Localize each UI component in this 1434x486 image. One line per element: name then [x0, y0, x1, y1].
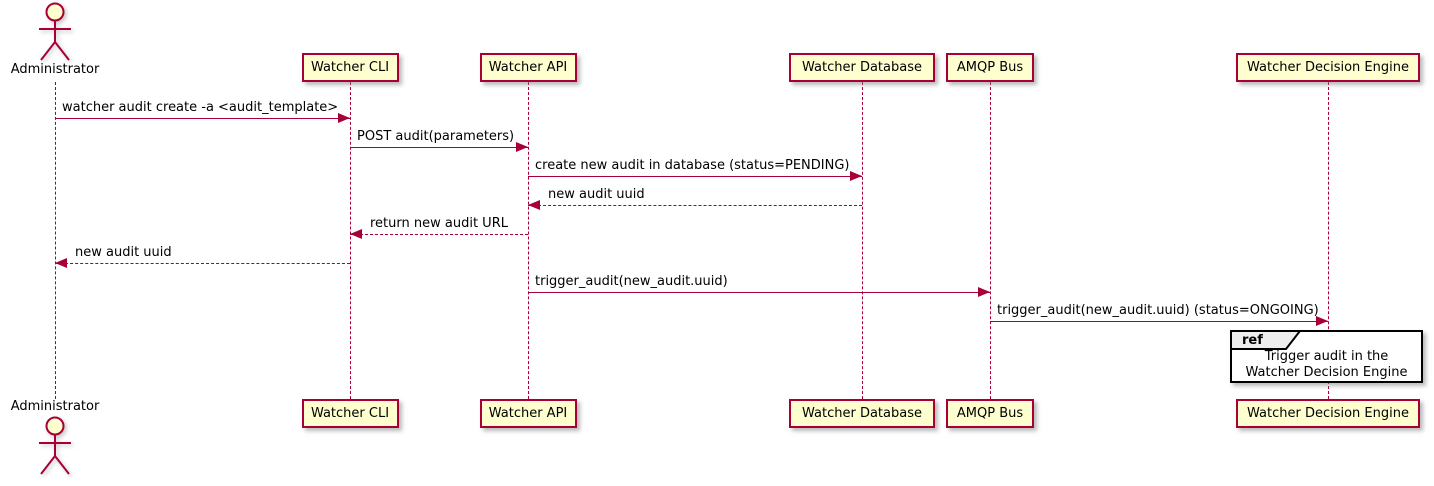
ref-keyword-label: ref: [1242, 333, 1263, 348]
actor-figure-bottom: [33, 416, 77, 480]
lifeline-amqp-bus: [990, 82, 991, 399]
lifeline-administrator: [55, 82, 56, 399]
actor-label-top: Administrator: [10, 62, 100, 77]
participant-box-top-watcher-database: Watcher Database: [789, 53, 935, 82]
message-4-line: [528, 205, 862, 206]
ref-text-line-2: Watcher Decision Engine: [1245, 365, 1408, 380]
message-6-label: new audit uuid: [75, 245, 172, 260]
participant-box-bottom-watcher-decision-engine: Watcher Decision Engine: [1236, 399, 1420, 428]
lifeline-watcher-decision-engine: [1328, 82, 1329, 399]
participant-box-top-watcher-api: Watcher API: [479, 53, 577, 82]
actor-head: [45, 416, 65, 436]
actor-stick-figure: [39, 416, 71, 475]
lifeline-watcher-api: [528, 82, 529, 399]
message-1-arrowhead-icon: [338, 113, 350, 123]
participant-box-top-watcher-cli: Watcher CLI: [301, 53, 399, 82]
ref-tab-shape: [1230, 330, 1302, 350]
lifeline-watcher-cli: [350, 82, 351, 399]
message-8-arrowhead-icon: [1316, 316, 1328, 326]
message-6-line: [55, 263, 350, 264]
actor-leg-right: [54, 455, 70, 475]
message-5-label: return new audit URL: [370, 216, 508, 231]
message-1-label: watcher audit create -a <audit_template>: [62, 100, 339, 115]
actor-stick-figure: [39, 2, 71, 61]
participant-box-top-amqp-bus: AMQP Bus: [946, 53, 1034, 82]
participant-box-bottom-watcher-cli: Watcher CLI: [301, 399, 399, 428]
participant-box-top-watcher-decision-engine: Watcher Decision Engine: [1236, 53, 1420, 82]
message-4-label: new audit uuid: [548, 187, 645, 202]
actor-figure-top: [33, 2, 77, 66]
message-7-line: [528, 292, 990, 293]
message-8-label: trigger_audit(new_audit.uuid) (status=ON…: [997, 303, 1319, 318]
message-7-arrowhead-icon: [978, 287, 990, 297]
message-3-arrowhead-icon: [850, 171, 862, 181]
message-4-arrowhead-icon: [528, 200, 540, 210]
actor-label-bottom: Administrator: [10, 399, 100, 414]
message-6-arrowhead-icon: [55, 258, 67, 268]
participant-box-bottom-watcher-api: Watcher API: [479, 399, 577, 428]
ref-text-line-1: Trigger audit in the: [1264, 349, 1389, 364]
message-2-label: POST audit(parameters): [357, 129, 515, 144]
message-7-label: trigger_audit(new_audit.uuid): [535, 274, 728, 289]
participant-box-bottom-watcher-database: Watcher Database: [789, 399, 935, 428]
message-8-line: [990, 321, 1328, 322]
lifeline-watcher-database: [862, 82, 863, 399]
message-1-line: [55, 118, 350, 119]
message-2-arrowhead-icon: [516, 142, 528, 152]
actor-head: [45, 2, 65, 22]
participant-box-bottom-amqp-bus: AMQP Bus: [946, 399, 1034, 428]
message-2-line: [350, 147, 528, 148]
message-5-arrowhead-icon: [350, 229, 362, 239]
message-3-label: create new audit in database (status=PEN…: [535, 158, 850, 173]
message-3-line: [528, 176, 862, 177]
actor-leg-left: [40, 41, 56, 61]
actor-leg-right: [54, 41, 70, 61]
actor-leg-left: [40, 455, 56, 475]
message-5-line: [350, 234, 528, 235]
